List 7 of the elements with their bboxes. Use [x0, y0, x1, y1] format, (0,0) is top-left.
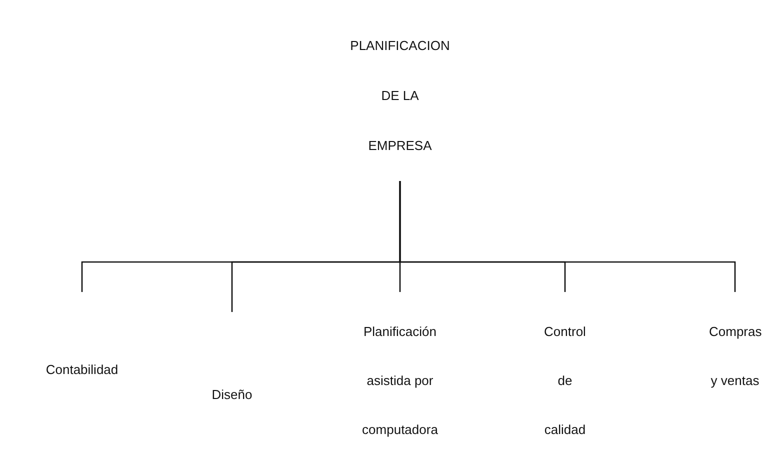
branch-label: Planificación asistida por computadora: [361, 323, 439, 439]
root-label: PLANIFICACION DE LA EMPRESA: [350, 37, 450, 155]
branch-label: Diseño: [210, 386, 254, 404]
branch-label: Compras y ventas: [709, 323, 761, 390]
branch-label: Control de calidad: [543, 323, 587, 439]
tree-connector: [399, 181, 736, 292]
branch-label: Contabilidad: [44, 361, 120, 379]
